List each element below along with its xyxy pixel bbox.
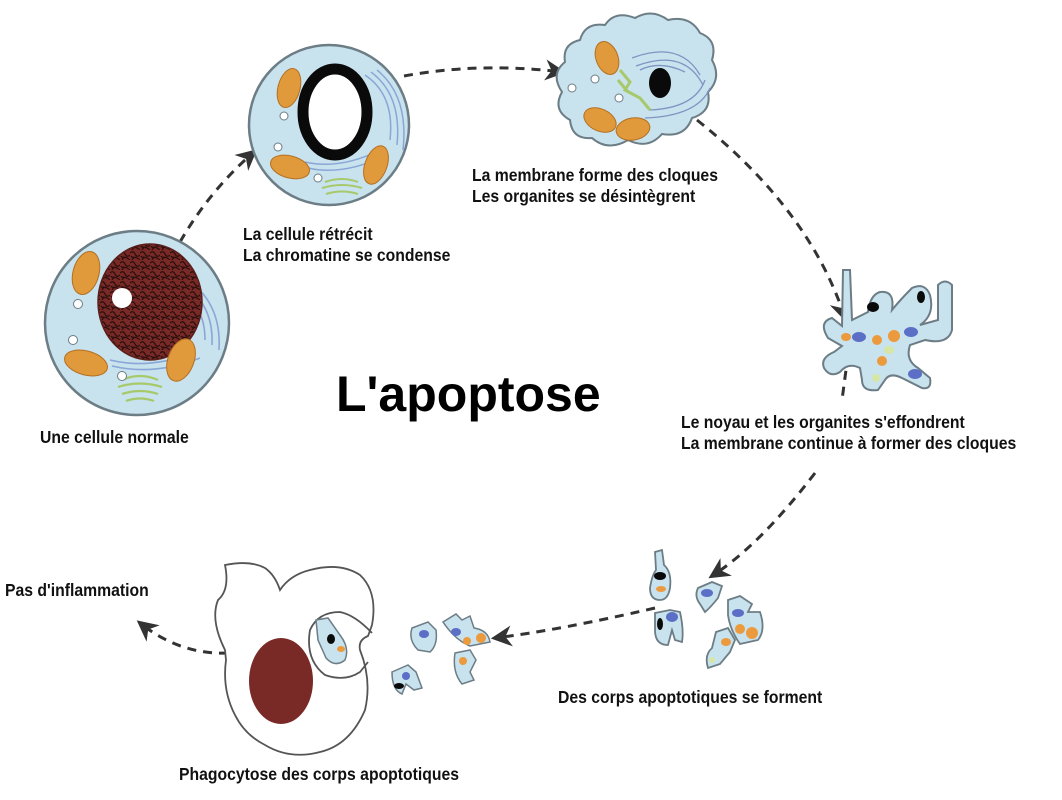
- label-collapsing-cell: Le noyau et les organites s'effondrent L…: [681, 412, 1016, 454]
- apoptotic-bodies: [649, 548, 764, 670]
- arrow-collapse-to-bodies: [708, 472, 817, 579]
- label-no-inflammation: Pas d'inflammation: [5, 580, 149, 601]
- label-apoptotic-bodies: Des corps apoptotiques se forment: [558, 687, 822, 708]
- nearby-bodies: [391, 613, 491, 695]
- label-normal-cell: Une cellule normale: [40, 427, 189, 448]
- condensed-chromatin-icon: [297, 63, 373, 161]
- label-line: La cellule rétrécit: [243, 224, 373, 244]
- condensed-nucleus-icon: [649, 68, 671, 98]
- phagocyte-nucleus-icon: [249, 638, 313, 724]
- shrinking-cell: [247, 43, 411, 207]
- nucleolus-icon: [112, 288, 132, 308]
- label-line: La membrane continue à former des cloque…: [681, 433, 1017, 453]
- arrow-shrink-to-bleb: [403, 59, 567, 81]
- mitochondrion-icon: [363, 145, 389, 185]
- label-blebbing-cell: La membrane forme des cloques Les organi…: [472, 165, 718, 207]
- nucleus-icon: [97, 243, 203, 361]
- golgi-fragments-icon: [616, 69, 652, 111]
- arrow-normal-to-shrink: [178, 149, 258, 243]
- mitochondrion-icon: [594, 41, 620, 75]
- endoplasmic-reticulum-icon: [631, 51, 711, 119]
- arrow-bleb-to-collapse: [696, 118, 850, 322]
- mitochondrion-icon: [166, 338, 196, 382]
- label-line: La chromatine se condense: [243, 245, 451, 265]
- label-line: Phagocytose des corps apoptotiques: [179, 764, 460, 784]
- mitochondrion-icon: [276, 67, 302, 109]
- label-line: Le noyau et les organites s'effondrent: [681, 412, 965, 432]
- collapsing-cell: [822, 269, 953, 392]
- label-line: Les organites se désintègrent: [472, 186, 696, 206]
- phagocyte: [214, 562, 491, 756]
- cycle-arrows: [136, 59, 850, 655]
- arrow-bodies-to-phagocyte: [490, 606, 656, 647]
- diagram-title: L'apoptose: [336, 366, 601, 422]
- engulfed-body: [315, 617, 348, 665]
- label-line: La membrane forme des cloques: [472, 165, 718, 185]
- mitochondrion-icon: [583, 107, 617, 133]
- label-line: Des corps apoptotiques se forment: [558, 687, 823, 707]
- label-line: Une cellule normale: [40, 427, 189, 447]
- arrow-phagocyte-to-outcome: [136, 620, 229, 655]
- mitochondrion-icon: [615, 117, 651, 141]
- label-line: Pas d'inflammation: [5, 580, 149, 600]
- golgi-icon: [321, 178, 363, 195]
- mitochondrion-icon: [269, 154, 311, 180]
- mitochondrion-icon: [64, 349, 108, 377]
- label-phagocytosis: Phagocytose des corps apoptotiques: [179, 764, 459, 785]
- normal-cell: [43, 229, 231, 417]
- label-shrinking-cell: La cellule rétrécit La chromatine se con…: [243, 224, 450, 266]
- blebbing-cell: [555, 12, 718, 147]
- mitochondrion-icon: [71, 250, 101, 296]
